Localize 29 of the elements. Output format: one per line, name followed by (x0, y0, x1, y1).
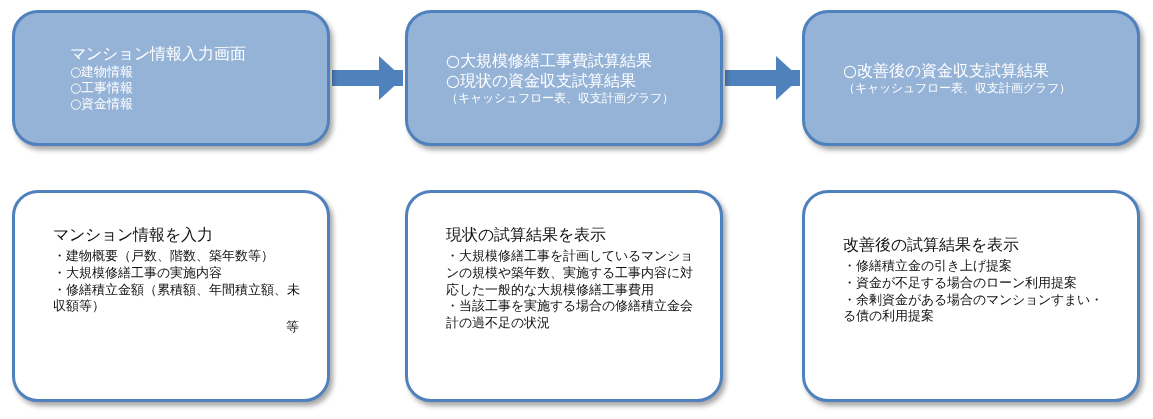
screen-box (405, 10, 723, 146)
description-box (12, 190, 330, 402)
bullet-text: ・大規模修繕工事を計画しているマンションの規模や築年数、実施する工事内容に対応した一般的な大規模修繕工事費用 (446, 247, 694, 299)
bullet-text: 等 (285, 319, 300, 337)
heading-text: マンション情報を入力 (53, 225, 214, 246)
item-text: （キャッシュフロー表、収支計画グラフ） (843, 80, 1072, 96)
screen-box (12, 10, 330, 146)
bullet-text: ・資金が不足する場合のローン利用提案 (843, 274, 1078, 292)
heading-text: マンション情報入力画面 (70, 43, 247, 64)
heading-text: ○大規模修繕工事費試算結果 (446, 50, 653, 71)
description-box (802, 190, 1140, 402)
description-box (405, 190, 723, 402)
item-text: （キャッシュフロー表、収支計画グラフ） (446, 90, 675, 106)
heading-text: 現状の試算結果を表示 (446, 225, 607, 246)
block-arrow (725, 56, 800, 100)
item-text: ○建物情報 (70, 63, 135, 80)
bullet-text: ・大規模修繕工事の実施内容 (53, 264, 223, 282)
bullet-text: ・建物概要（戸数、階数、築年数等） (53, 247, 275, 265)
bullet-text: ・当該工事を実施する場合の修繕積立金会計の過不足の状況 (446, 298, 694, 333)
item-text: ○資金情報 (70, 96, 135, 113)
screen-box (802, 10, 1140, 146)
bullet-text: ・修繕積立金額（累積額、年間積立額、未収額等） (53, 281, 301, 316)
item-text: ○現状の資金収支試算結果 (446, 70, 637, 91)
item-text: ○工事情報 (70, 79, 135, 97)
block-arrow (332, 56, 403, 100)
heading-text: 改善後の試算結果を表示 (843, 235, 1020, 256)
heading-text: ○改善後の資金収支試算結果 (843, 60, 1050, 81)
bullet-text: ・余剰資金がある場合のマンションすまい・る債の利用提案 (843, 291, 1104, 326)
bullet-text: ・修繕積立金の引き上げ提案 (843, 257, 1013, 275)
